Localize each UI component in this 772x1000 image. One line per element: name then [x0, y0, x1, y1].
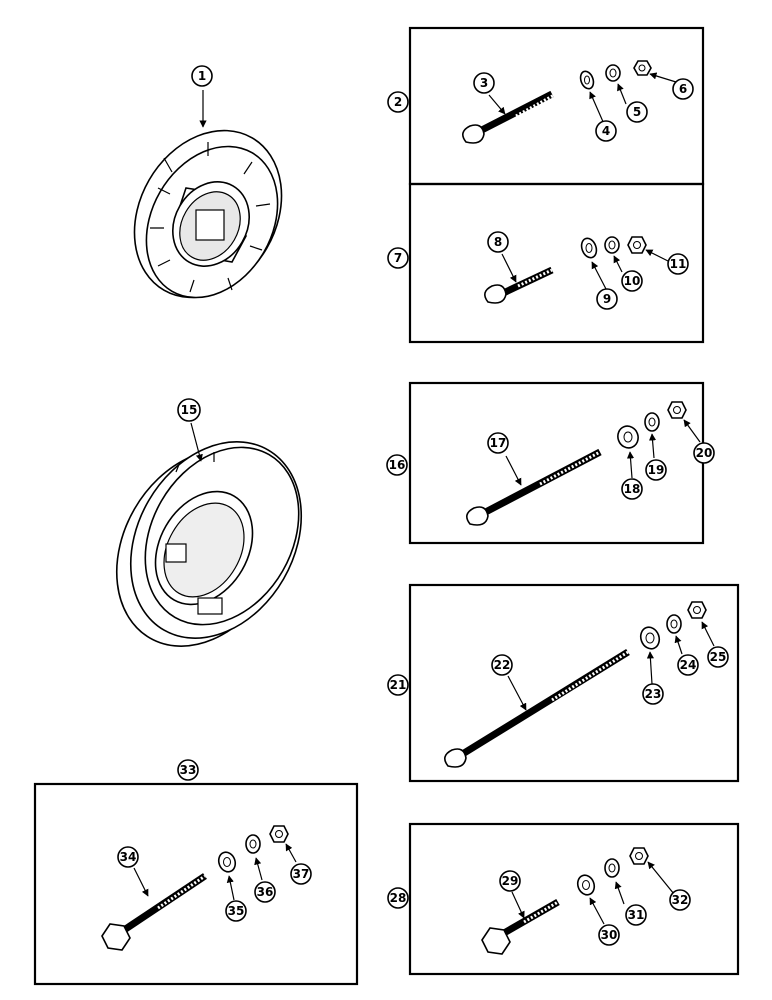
svg-text:28: 28: [390, 891, 407, 905]
hardware-box-33: [33, 782, 359, 986]
callout-8: 8: [487, 231, 509, 253]
callout-34: 34: [117, 846, 139, 868]
callout-7: 7: [387, 247, 409, 269]
svg-text:19: 19: [648, 463, 665, 477]
svg-text:11: 11: [670, 257, 687, 271]
lock-washer: [605, 64, 621, 82]
svg-text:4: 4: [602, 124, 610, 138]
callout-36: 36: [254, 881, 276, 903]
flat-washer: [579, 70, 595, 90]
wheel-weight: [115, 441, 303, 647]
svg-text:23: 23: [645, 687, 662, 701]
svg-text:32: 32: [672, 893, 689, 907]
hardware-box-28: [408, 822, 740, 976]
lock-washer: [666, 614, 682, 634]
callout-6: 6: [672, 78, 694, 100]
carriage-bolt: [444, 649, 630, 768]
svg-text:20: 20: [696, 446, 713, 460]
callout-32: 32: [669, 889, 691, 911]
lock-washer: [245, 834, 261, 854]
svg-text:31: 31: [628, 908, 645, 922]
lock-washer: [604, 858, 620, 878]
callout-30: 30: [598, 924, 620, 946]
svg-text:37: 37: [293, 867, 310, 881]
hex-bolt: [481, 898, 560, 955]
callout-29: 29: [499, 870, 521, 892]
flat-washer: [617, 425, 639, 449]
svg-text:21: 21: [390, 678, 407, 692]
callout-16: 16: [386, 454, 408, 476]
carriage-bolt: [466, 448, 602, 526]
flat-washer: [639, 626, 661, 650]
svg-text:10: 10: [624, 274, 641, 288]
hardware-box-7: [408, 182, 705, 344]
hex-nut: [667, 401, 687, 419]
lock-washer: [644, 412, 660, 432]
hex-nut: [633, 60, 652, 76]
hardware-box-21: [408, 583, 740, 783]
callout-23: 23: [642, 683, 664, 705]
callout-2: 2: [387, 91, 409, 113]
svg-text:18: 18: [624, 482, 641, 496]
hex-nut: [687, 601, 707, 619]
callout-9: 9: [596, 288, 618, 310]
svg-text:6: 6: [679, 82, 687, 96]
svg-text:8: 8: [494, 235, 502, 249]
callout-1: 1: [191, 65, 213, 87]
callout-25: 25: [707, 646, 729, 668]
callout-18: 18: [621, 478, 643, 500]
hex-nut: [629, 847, 649, 865]
flat-washer: [217, 851, 237, 873]
callout-10: 10: [621, 270, 643, 292]
svg-text:22: 22: [494, 658, 511, 672]
svg-text:34: 34: [120, 850, 137, 864]
svg-text:35: 35: [228, 904, 245, 918]
callout-35: 35: [225, 900, 247, 922]
svg-text:2: 2: [394, 95, 402, 109]
svg-text:7: 7: [394, 251, 402, 265]
svg-text:15: 15: [181, 403, 198, 417]
callout-17: 17: [487, 432, 509, 454]
flat-washer: [576, 874, 596, 896]
callout-24: 24: [677, 654, 699, 676]
svg-text:24: 24: [680, 658, 697, 672]
callout-22: 22: [491, 654, 513, 676]
svg-text:25: 25: [710, 650, 727, 664]
callout-21: 21: [387, 674, 409, 696]
svg-text:30: 30: [601, 928, 618, 942]
hex-bolt: [101, 873, 207, 951]
svg-text:3: 3: [480, 76, 488, 90]
svg-text:16: 16: [389, 458, 406, 472]
carriage-bolt: [462, 90, 557, 144]
svg-text:9: 9: [603, 292, 611, 306]
callout-20: 20: [693, 442, 715, 464]
hardware-box-16: [408, 381, 705, 545]
callout-31: 31: [625, 904, 647, 926]
callout-19: 19: [645, 459, 667, 481]
hardware-box-2: [408, 26, 705, 186]
callout-11: 11: [667, 253, 689, 275]
hex-nut: [627, 236, 647, 254]
slotted-weight-disc: [133, 129, 283, 299]
svg-text:36: 36: [257, 885, 274, 899]
svg-text:17: 17: [490, 436, 507, 450]
callout-4: 4: [595, 120, 617, 142]
svg-text:5: 5: [633, 105, 641, 119]
callout-37: 37: [290, 863, 312, 885]
callout-28: 28: [387, 887, 409, 909]
svg-text:29: 29: [502, 874, 519, 888]
callout-33: 33: [177, 759, 199, 781]
callout-5: 5: [626, 101, 648, 123]
callout-15: 15: [177, 398, 201, 422]
callout-3: 3: [473, 72, 495, 94]
hex-nut: [269, 825, 289, 843]
svg-text:33: 33: [180, 763, 197, 777]
svg-text:1: 1: [198, 69, 206, 83]
carriage-bolt: [484, 266, 554, 304]
lock-washer: [604, 236, 620, 254]
flat-washer: [580, 237, 598, 259]
